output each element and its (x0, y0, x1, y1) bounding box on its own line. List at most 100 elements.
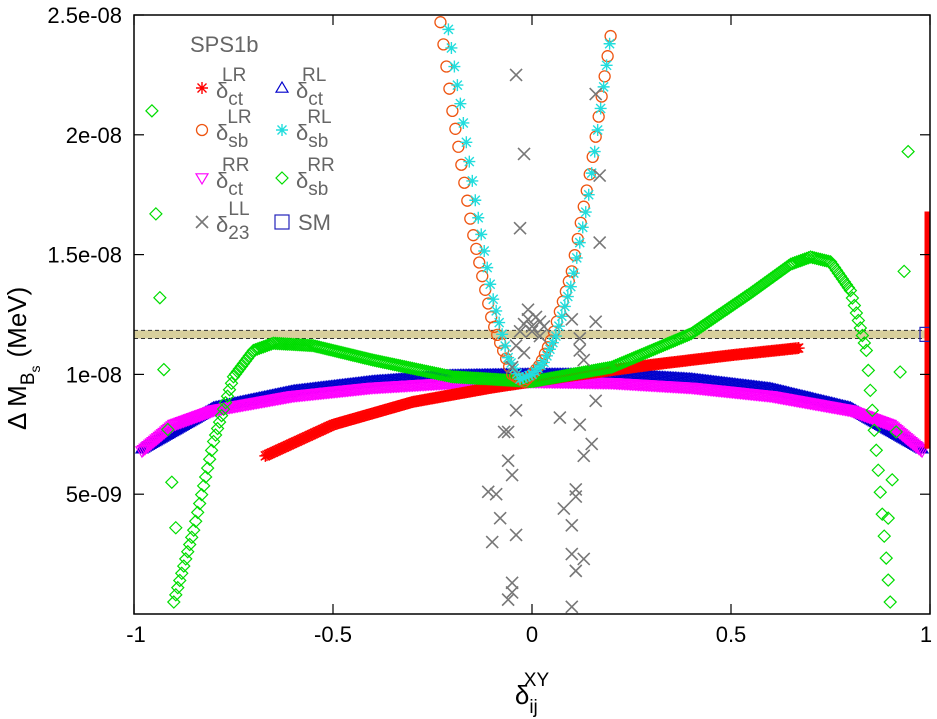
point-LL23 (493, 511, 507, 525)
point-sb_RR_outer (889, 425, 904, 439)
point-sb_RR (869, 443, 884, 458)
point-sb_RR (845, 291, 860, 305)
series-sb_RR (166, 250, 898, 609)
point-LL23 (585, 437, 599, 451)
point-sb_RR (835, 272, 850, 286)
point-LL23 (525, 319, 539, 334)
point-sb_RR (176, 559, 191, 573)
point-ct_RR (139, 442, 154, 455)
point-sb_RL (502, 351, 515, 364)
point-sb_LR (583, 168, 596, 181)
point-sb_LR (467, 229, 480, 242)
point-LL23 (573, 343, 587, 358)
legend-entry-ct_RR: δctRR (194, 155, 249, 200)
point-sb_RR (881, 573, 896, 587)
point-sb_RR (204, 443, 219, 458)
point-ct_RR (136, 444, 151, 457)
point-ct_RR (147, 435, 162, 448)
point-sb_LR (473, 256, 486, 269)
point-LL23 (565, 518, 579, 532)
point-sb_RR (202, 452, 217, 467)
series-ct_LR (259, 342, 805, 462)
point-sb_RL (448, 60, 461, 73)
point-sb_RR_outer (885, 472, 900, 487)
point-sb_RL (537, 356, 550, 369)
point-LL23 (569, 482, 583, 496)
point-sb_RL (493, 316, 506, 329)
point-sb_RL (505, 357, 518, 370)
point-sb_RL (481, 261, 494, 274)
point-LL23 (509, 528, 523, 542)
point-sb_RR (879, 551, 894, 565)
point-LL23 (517, 346, 531, 360)
point-ct_RR (152, 431, 167, 444)
point-sb_RL (445, 41, 458, 54)
point-sb_RR (602, 360, 617, 375)
point-LL23 (529, 310, 543, 324)
x-tick-label: -0.5 (314, 622, 352, 647)
point-sb_LR (437, 38, 450, 51)
point-LL23 (565, 600, 579, 614)
point-sb_RR (859, 343, 874, 358)
x-axis-superscript: XY (524, 670, 550, 691)
point-sb_RR (829, 263, 844, 278)
x-tick-label: 1 (920, 622, 932, 647)
point-sb_RR (843, 283, 858, 298)
point-sb_RR (196, 478, 211, 493)
data-layer (134, 16, 930, 614)
point-sb_RL (594, 102, 607, 115)
point-sb_RR_outer (901, 144, 915, 159)
point-sb_RL (576, 221, 589, 234)
point-sb_RL (496, 328, 509, 341)
legend-label-ct_RL: δctRL (296, 65, 326, 110)
point-sb_LR (443, 82, 456, 95)
point-sb_LR (470, 242, 483, 255)
point-sb_RR (210, 421, 225, 436)
point-sb_LR (446, 104, 459, 117)
point-sb_RR (441, 369, 456, 383)
point-sb_RL (561, 290, 574, 303)
point-sb_LR (464, 212, 477, 225)
point-sb_RR (168, 587, 183, 602)
point-sb_RL (591, 124, 604, 137)
legend-marker-sb_RL (276, 124, 288, 136)
point-sb_RL (490, 304, 503, 317)
legend-marker-sb_RR (275, 171, 289, 185)
legend-marker-sb_LR (195, 123, 209, 137)
point-LL23 (501, 425, 515, 439)
point-LL23 (509, 68, 523, 82)
point-sb_RR (302, 338, 316, 353)
point-sb_RR (252, 341, 267, 356)
point-sb_RR (787, 255, 802, 270)
point-LL23 (593, 168, 607, 183)
point-ct_LR (792, 342, 805, 355)
point-LL23 (537, 319, 551, 334)
legend-entry-LL23: δ23LL (195, 199, 250, 244)
legend-marker-ct_RL (274, 80, 290, 93)
legend-label-sb_LR: δsbLR (216, 107, 252, 152)
point-sb_RR (849, 306, 864, 320)
point-sb_RR (208, 428, 223, 442)
point-ct_RR (146, 437, 161, 450)
point-sb_RR (875, 507, 890, 522)
point-sb_LR (434, 16, 447, 29)
x-axis-symbol: δ (515, 680, 529, 710)
point-LL23 (505, 360, 519, 374)
point-sb_RR (883, 595, 898, 609)
point-sb_RR (785, 256, 800, 271)
point-LL23 (513, 324, 527, 338)
point-sb_RR (871, 463, 886, 478)
point-sb_RL (469, 194, 482, 207)
point-sb_LR (452, 140, 465, 153)
point-sb_RL (573, 236, 586, 249)
point-sb_RR (877, 529, 892, 543)
point-sb_RR (254, 340, 269, 355)
point-sb_RR (600, 361, 615, 375)
point-sb_RR_outer (153, 290, 167, 305)
legend-entry-ct_RL: δctRL (274, 65, 326, 110)
legend-marker-SM (274, 214, 290, 230)
legend-marker-ct_LR (196, 82, 208, 94)
point-sb_RL (540, 349, 553, 362)
point-sb_LR (595, 90, 608, 103)
point-sb_RL (472, 211, 485, 224)
